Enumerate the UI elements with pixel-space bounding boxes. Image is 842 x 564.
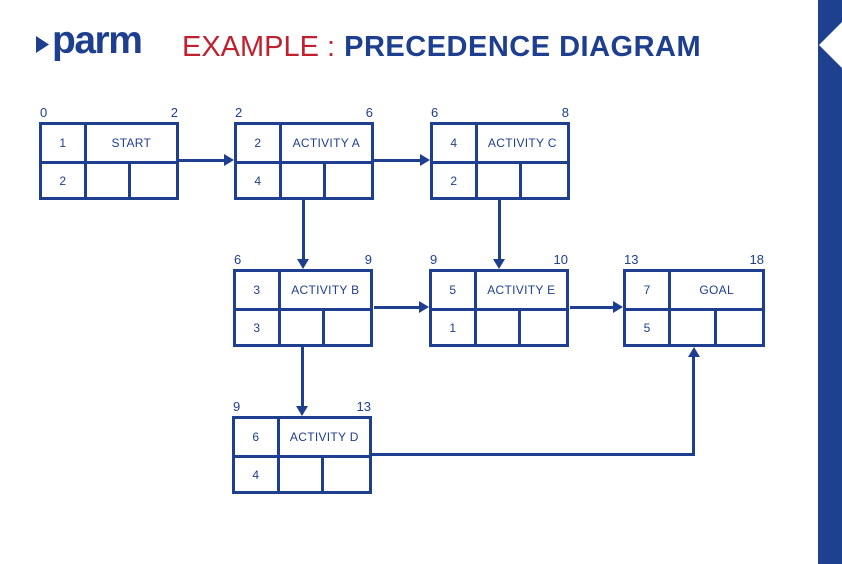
activity-name-cell: ACTIVITY A [292,136,361,150]
duration-cell: 2 [433,161,478,197]
early-finish-label: 10 [553,252,568,267]
edge-b-to-e-line [374,306,420,309]
activity-name-cell: GOAL [699,283,734,297]
edge-start-to-a-line [179,159,225,162]
edge-a-to-b-line [302,200,305,260]
edge-c-to-e-arrowhead [493,259,505,269]
node-box: 5 ACTIVITY E 1 [429,269,569,347]
node-activity-d: 9 13 6 ACTIVITY D 4 [232,399,372,494]
activity-name-cell: START [111,136,152,150]
empty-cell [522,161,567,197]
activity-number-cell: 3 [236,272,281,308]
node-box: 1 START 2 [39,122,179,200]
activity-number-cell: 7 [626,272,672,308]
early-start-label: 6 [431,105,439,120]
edge-d-to-goal-arrowhead [688,347,700,357]
early-start-label: 13 [624,252,639,267]
edge-b-to-d-line [301,347,304,407]
node-box: 6 ACTIVITY D 4 [232,416,372,494]
empty-cell [131,161,176,197]
edge-a-to-c-arrowhead [420,154,430,166]
empty-cell [281,161,327,197]
node-activity-b: 6 9 3 ACTIVITY B 3 [233,252,373,347]
title-prefix: EXAMPLE : [182,31,336,63]
early-start-label: 9 [233,399,241,414]
empty-cell [716,308,762,344]
edge-e-to-goal-arrowhead [613,301,623,313]
activity-number-cell: 6 [235,419,280,455]
node-goal: 13 18 7 GOAL 5 [623,252,765,347]
edge-a-to-c-line [374,159,421,162]
duration-cell: 3 [236,308,281,344]
activity-number-cell: 1 [42,125,87,161]
early-start-label: 0 [40,105,48,120]
early-finish-label: 6 [365,105,373,120]
logo: parm [36,19,143,62]
empty-cell [279,455,325,491]
edge-e-to-goal-line [570,306,614,309]
activity-number-cell: 4 [433,125,478,161]
activity-number-cell: 2 [237,125,282,161]
early-start-label: 6 [234,252,242,267]
logo-play-icon [36,36,49,53]
duration-cell: 4 [237,161,282,197]
edge-start-to-a-arrowhead [224,154,234,166]
node-box: 2 ACTIVITY A 4 [234,122,374,200]
empty-cell [326,161,371,197]
edge-b-to-e-arrowhead [419,301,429,313]
duration-cell: 2 [42,161,87,197]
activity-name-cell: ACTIVITY E [487,283,556,297]
empty-cell [324,455,369,491]
activity-name-cell: ACTIVITY B [291,283,360,297]
early-start-label: 2 [235,105,243,120]
edge-c-to-e-line [498,200,501,260]
early-finish-label: 18 [749,252,764,267]
node-box: 7 GOAL 5 [623,269,765,347]
page-title: EXAMPLE :PRECEDENCE DIAGRAM [182,31,701,64]
edge-d-to-goal-hline [372,453,695,456]
early-finish-label: 8 [561,105,569,120]
node-box: 4 ACTIVITY C 2 [430,122,570,200]
title-main: PRECEDENCE DIAGRAM [344,31,702,63]
node-start: 0 2 1 START 2 [39,105,179,200]
activity-name-cell: ACTIVITY C [487,136,557,150]
early-finish-label: 13 [356,399,371,414]
activity-number-cell: 5 [432,272,477,308]
empty-cell [476,308,522,344]
empty-cell [521,308,566,344]
node-activity-a: 2 6 2 ACTIVITY A 4 [234,105,374,200]
early-finish-label: 9 [364,252,372,267]
empty-cell [86,161,132,197]
node-activity-c: 6 8 4 ACTIVITY C 2 [430,105,570,200]
empty-cell [280,308,326,344]
node-box: 3 ACTIVITY B 3 [233,269,373,347]
duration-cell: 5 [626,308,672,344]
edge-a-to-b-arrowhead [297,259,309,269]
early-start-label: 9 [430,252,438,267]
empty-cell [477,161,523,197]
duration-cell: 1 [432,308,477,344]
empty-cell [325,308,370,344]
logo-text: parm [52,19,143,62]
empty-cell [671,308,717,344]
activity-name-cell: ACTIVITY D [289,430,359,444]
duration-cell: 4 [235,455,280,491]
node-activity-e: 9 10 5 ACTIVITY E 1 [429,252,569,347]
edge-d-to-goal-vline [692,356,695,456]
right-edge-band [818,0,842,564]
early-finish-label: 2 [170,105,178,120]
edge-b-to-d-arrowhead [296,406,308,416]
